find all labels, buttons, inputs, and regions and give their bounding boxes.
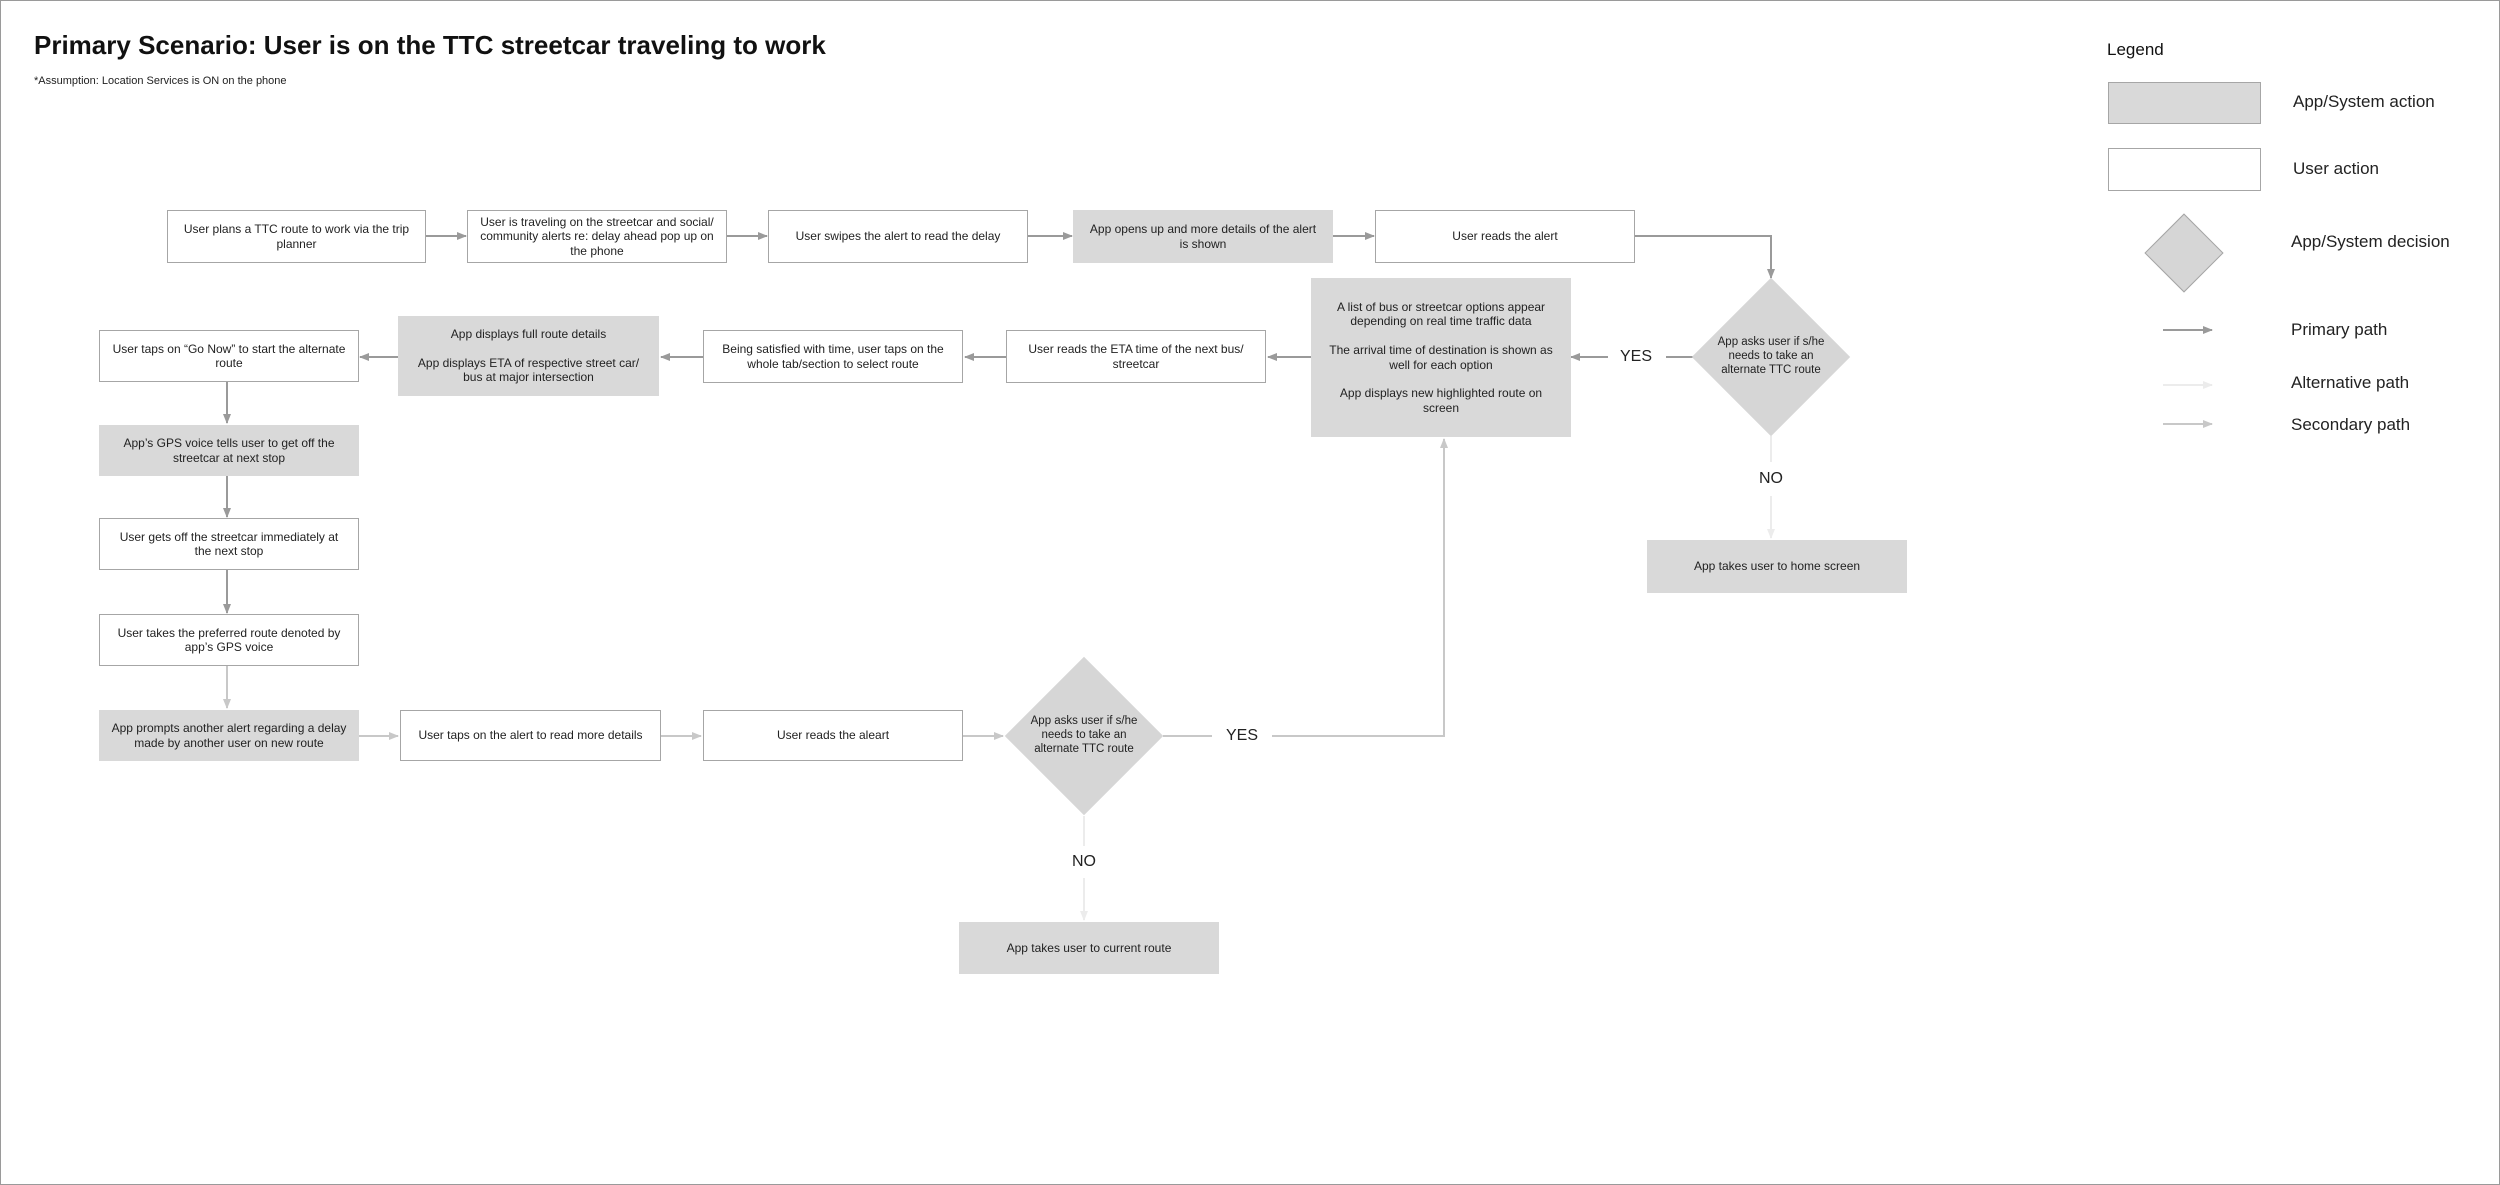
assumption-note: *Assumption: Location Services is ON on …	[34, 75, 287, 87]
node-home-screen: App takes user to home screen	[1647, 540, 1907, 593]
edge-n5-d1	[1635, 235, 1775, 279]
legend-title: Legend	[2107, 40, 2164, 59]
legend-alternative-path-label: Alternative path	[2291, 373, 2410, 392]
legend-primary-path-label: Primary path	[2291, 320, 2388, 339]
node-reads-alert: User reads the alert	[1375, 210, 1635, 263]
legend-secondary-path-label: Secondary path	[2291, 415, 2411, 434]
legend-user-action-swatch	[2108, 148, 2261, 191]
page-title: Primary Scenario: User is on the TTC str…	[34, 30, 826, 60]
node-full-route-details: App displays full route details App disp…	[398, 316, 659, 396]
decision-alternate-route-1: App asks user if s/he needs to take an a…	[1691, 277, 1851, 437]
node-traveling-alert: User is traveling on the streetcar and s…	[467, 210, 727, 263]
decision-alternate-route-2: App asks user if s/he needs to take an a…	[1004, 656, 1164, 816]
node-go-now: User taps on “Go Now” to start the alter…	[99, 330, 359, 382]
decision-text: App asks user if s/he needs to take an a…	[1030, 715, 1138, 755]
node-plan-route: User plans a TTC route to work via the t…	[167, 210, 426, 263]
edge-d2-n7	[1272, 438, 1448, 737]
decision-text: App asks user if s/he needs to take an a…	[1717, 336, 1825, 376]
node-app-opens-details: App opens up and more details of the ale…	[1073, 210, 1333, 263]
legend-decision-label: App/System decision	[2291, 232, 2450, 251]
node-tap-alert-details: User taps on the alert to read more deta…	[400, 710, 661, 761]
node-swipe-alert: User swipes the alert to read the delay	[768, 210, 1028, 263]
legend-system-action-label: App/System action	[2293, 92, 2435, 111]
legend-system-action-swatch	[2108, 82, 2261, 124]
node-gets-off: User gets off the streetcar immediately …	[99, 518, 359, 570]
node-bus-options-list: A list of bus or streetcar options appea…	[1311, 278, 1571, 437]
node-current-route: App takes user to current route	[959, 922, 1219, 974]
edge-label-no-2: NO	[1068, 853, 1100, 871]
edge-label-no-1: NO	[1755, 470, 1787, 488]
node-preferred-route: User takes the preferred route denoted b…	[99, 614, 359, 666]
node-select-route: Being satisfied with time, user taps on …	[703, 330, 963, 383]
node-another-alert: App prompts another alert regarding a de…	[99, 710, 359, 761]
node-reads-aleart: User reads the aleart	[703, 710, 963, 761]
edge-label-yes-2: YES	[1221, 727, 1263, 745]
edge-label-yes-1: YES	[1615, 348, 1657, 366]
node-reads-eta: User reads the ETA time of the next bus/…	[1006, 330, 1266, 383]
node-gps-voice: App’s GPS voice tells user to get off th…	[99, 425, 359, 476]
legend-user-action-label: User action	[2293, 159, 2379, 178]
